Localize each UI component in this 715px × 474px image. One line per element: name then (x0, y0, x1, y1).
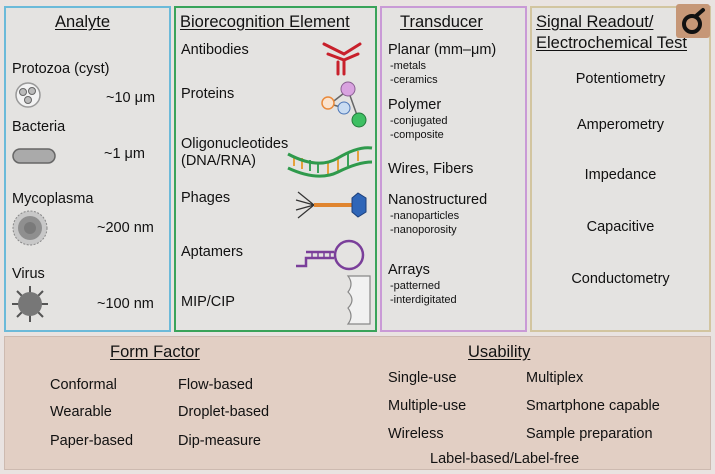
transducer-planar: Planar (mm–μm) (388, 42, 497, 58)
transducer-planar-sub-1: -metals (390, 60, 427, 72)
dna-strand-icon (287, 146, 373, 178)
transducer-title: Transducer (400, 13, 483, 31)
aptamer-icon (296, 239, 365, 271)
transducer-arrays-sub-2: -interdigitated (390, 294, 457, 306)
biorecognition-title: Biorecognition Element (180, 13, 350, 31)
analyte-size-bacteria: ~1 μm (104, 146, 145, 162)
transducer-panel (380, 6, 527, 332)
publisher-logo (676, 4, 710, 38)
form-factor-droplet-based: Droplet-based (178, 404, 270, 420)
form-factor-conformal: Conformal (50, 377, 117, 393)
transducer-planar-sub-2: -ceramics (390, 74, 438, 86)
antibody-icon (322, 42, 362, 76)
signal-potentiometry: Potentiometry (575, 71, 666, 87)
bacteria-icon (12, 148, 56, 164)
bio-label-aptamers: Aptamers (181, 244, 244, 260)
signal-conductometry: Conductometry (571, 271, 670, 287)
signal-title-line2: Electrochemical Test (536, 34, 688, 52)
analyte-name-mycoplasma: Mycoplasma (12, 191, 94, 207)
usability-wireless: Wireless (388, 426, 444, 442)
form-factor-wearable: Wearable (50, 404, 112, 420)
bio-label-phages: Phages (181, 190, 231, 206)
analyte-title: Analyte (55, 13, 111, 31)
transducer-nanostructured: Nanostructured (388, 192, 488, 208)
mycoplasma-icon (12, 210, 48, 246)
bio-label-oligonucleotides-line1: Oligonucleotides (181, 136, 289, 152)
protozoa-cyst-icon (15, 82, 41, 108)
form-factor-flow-based: Flow-based (178, 377, 253, 393)
usability-multiple-use: Multiple-use (388, 398, 467, 414)
usability-multiplex: Multiplex (526, 370, 584, 386)
signal-capacitive: Capacitive (586, 219, 655, 235)
bio-label-proteins: Proteins (181, 86, 235, 102)
transducer-arrays: Arrays (388, 262, 430, 278)
form-factor-usability-panel (4, 336, 711, 470)
analyte-panel (4, 6, 171, 332)
transducer-polymer: Polymer (388, 97, 442, 113)
virus-icon (12, 286, 48, 322)
usability-single-use: Single-use (388, 370, 457, 386)
analyte-size-protozoa: ~10 μm (106, 90, 156, 106)
usability-label-based-free: Label-based/Label-free (430, 451, 580, 467)
analyte-size-mycoplasma: ~200 nm (97, 220, 154, 236)
transducer-nanostructured-sub-1: -nanoparticles (390, 210, 460, 222)
transducer-polymer-sub-1: -conjugated (390, 115, 448, 127)
imprinted-polymer-icon (346, 275, 371, 325)
usability-title: Usability (468, 343, 531, 361)
form-factor-paper-based: Paper-based (50, 433, 134, 449)
bio-label-oligonucleotides: Oligonucleotides (DNA/RNA) (181, 136, 288, 169)
signal-amperometry: Amperometry (576, 117, 665, 133)
transducer-polymer-sub-2: -composite (390, 129, 444, 141)
protein-icon (321, 81, 367, 128)
analyte-name-virus: Virus (12, 266, 45, 282)
transducer-wires-fibers: Wires, Fibers (388, 161, 474, 177)
phage-icon (295, 191, 367, 219)
signal-impedance: Impedance (584, 167, 657, 183)
bio-label-antibodies: Antibodies (181, 42, 249, 58)
bio-label-mip-cip: MIP/CIP (181, 294, 235, 310)
form-factor-dip-measure: Dip-measure (178, 433, 261, 449)
analyte-name-protozoa: Protozoa (cyst) (12, 61, 110, 77)
bio-label-oligonucleotides-line2: (DNA/RNA) (181, 152, 256, 169)
transducer-arrays-sub-1: -patterned (390, 280, 441, 292)
transducer-nanostructured-sub-2: -nanoporosity (390, 224, 457, 236)
signal-title-line1: Signal Readout/ (536, 13, 654, 31)
analyte-size-virus: ~100 nm (97, 296, 154, 312)
form-factor-title: Form Factor (110, 343, 200, 361)
signal-readout-panel (530, 6, 711, 332)
analyte-name-bacteria: Bacteria (12, 119, 66, 135)
magnifier-logo-icon (682, 8, 705, 34)
usability-sample-preparation: Sample preparation (526, 426, 653, 442)
usability-smartphone-capable: Smartphone capable (526, 398, 660, 414)
